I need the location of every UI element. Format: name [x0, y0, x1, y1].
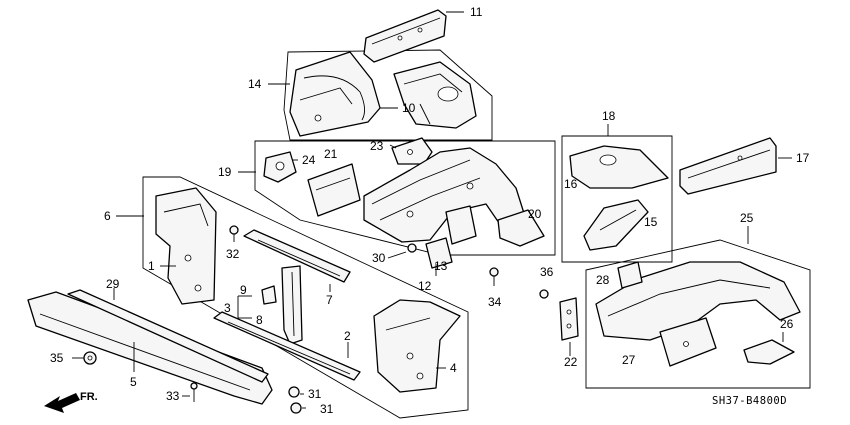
callout-9: 9 — [240, 283, 247, 297]
part-11-upper-rail — [363, 9, 447, 63]
callout-35: 35 — [50, 351, 64, 365]
part-15-bracket — [583, 199, 649, 251]
part-1-side-panel — [155, 187, 217, 305]
callout-16: 16 — [564, 177, 578, 191]
part-34-bolt — [489, 267, 499, 286]
part-32-bolt — [229, 225, 239, 242]
part-27-panel — [659, 317, 717, 367]
frame-group-18 — [561, 135, 673, 263]
part-35-grommet — [83, 351, 97, 365]
callout-25: 25 — [740, 211, 754, 225]
callout-31-lower: 31 — [320, 402, 334, 416]
callout-36: 36 — [540, 265, 554, 279]
part-7-crossmember — [243, 229, 351, 283]
part-13-bracket — [425, 205, 477, 269]
callout-20: 20 — [528, 207, 542, 221]
part-30-bolt — [407, 243, 417, 253]
callout-28: 28 — [596, 273, 610, 287]
callout-27: 27 — [622, 353, 636, 367]
part-4-side-panel — [373, 299, 461, 393]
callout-17: 17 — [796, 151, 810, 165]
frame-group-25 — [585, 239, 811, 389]
frame-group-6 — [142, 176, 469, 419]
callout-6: 6 — [104, 209, 111, 223]
front-direction-label: FR. — [80, 391, 98, 403]
part-17-side-rail — [679, 137, 777, 195]
part-33-bolt — [190, 382, 198, 402]
callout-30: 30 — [372, 251, 386, 265]
leader-lines — [72, 11, 792, 409]
frame-group-14 — [283, 49, 493, 141]
part-16-strut-tower — [569, 145, 669, 189]
callout-29: 29 — [106, 277, 120, 291]
part-22-plate — [559, 297, 579, 341]
part-26-bracket — [743, 339, 795, 365]
part-24-bracket — [263, 151, 297, 183]
callout-14: 14 — [248, 77, 262, 91]
part-14-wheelhouse — [289, 51, 381, 137]
callout-7: 7 — [326, 293, 333, 307]
part-2-lower-crossmember — [213, 311, 361, 381]
callout-24: 24 — [302, 153, 316, 167]
part-28-bracket — [617, 261, 643, 289]
callout-15: 15 — [644, 215, 658, 229]
part-31-nuts — [288, 386, 302, 414]
callout-3: 3 — [224, 301, 231, 315]
callout-33: 33 — [166, 389, 180, 403]
part-9-clip — [261, 285, 277, 305]
callout-2: 2 — [344, 329, 351, 343]
callout-32: 32 — [226, 247, 240, 261]
callout-4: 4 — [450, 361, 457, 375]
callout-34: 34 — [488, 295, 502, 309]
callout-10: 10 — [402, 101, 416, 115]
callout-1: 1 — [148, 259, 155, 273]
callout-13: 13 — [434, 259, 448, 273]
part-25-frame-assembly — [595, 261, 801, 341]
part-21-gusset — [307, 163, 361, 217]
callout-19: 19 — [218, 165, 232, 179]
callout-26: 26 — [780, 317, 794, 331]
callout-31-upper: 31 — [308, 387, 322, 401]
callout-11: 11 — [470, 5, 483, 19]
front-direction-arrow-icon: FR. — [44, 391, 98, 413]
callout-23: 23 — [370, 139, 384, 153]
part-10-damper-housing — [393, 61, 477, 129]
part-20-extension — [497, 209, 545, 247]
callout-21: 21 — [324, 147, 338, 161]
callout-5: 5 — [130, 375, 137, 389]
callout-18: 18 — [602, 109, 616, 123]
callout-12: 12 — [418, 279, 432, 293]
part-36-bolt — [539, 289, 549, 299]
part-29-5-bumper — [27, 289, 273, 405]
part-8-upright — [281, 265, 303, 345]
diagram-code: SH37-B4800D — [712, 395, 787, 407]
part-23-bracket — [391, 137, 433, 165]
callout-22: 22 — [564, 355, 578, 369]
callout-8: 8 — [256, 313, 263, 327]
